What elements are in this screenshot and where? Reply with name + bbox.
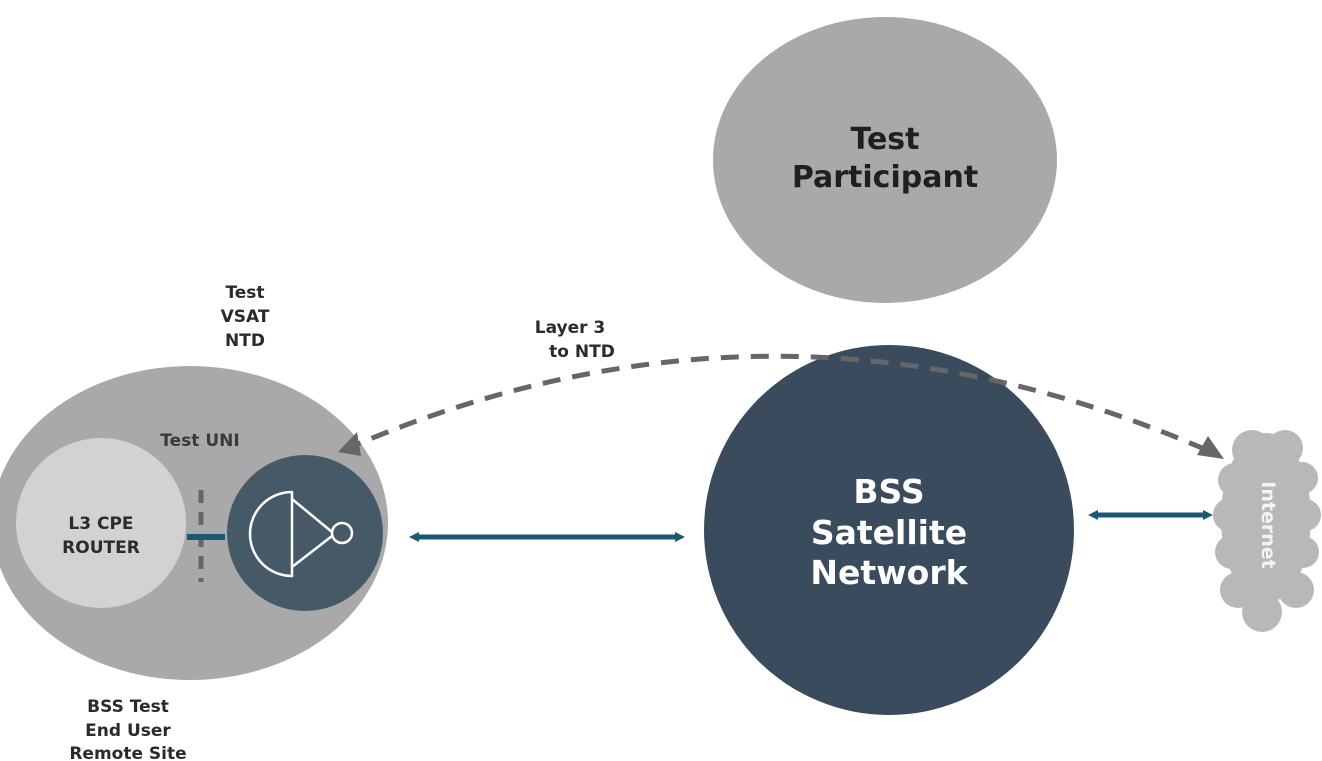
network-label-line1: BSS (853, 472, 924, 511)
layer3-label-line1: Layer 3 (535, 318, 606, 338)
end-user-label-line2: End User (85, 721, 171, 741)
cloud-icon (1213, 430, 1321, 632)
vsat-label-line2: VSAT (221, 307, 270, 327)
layer3-dashed-arrow (338, 353, 1224, 459)
vsat-node (227, 455, 383, 611)
test-participant-label-line1: Test (850, 122, 919, 157)
end-user-label: BSS Test End User Remote Site (69, 697, 186, 761)
dashed-arrow-head-right (1197, 436, 1224, 459)
vsat-ntd-label: Test VSAT NTD (221, 283, 270, 351)
vsat-label-line3: NTD (225, 331, 265, 351)
layer3-label-line2: to NTD (549, 342, 615, 362)
satellite-dish-icon (248, 490, 354, 578)
test-uni-label: Test UNI (160, 431, 239, 451)
test-participant-node: Test Participant (713, 17, 1057, 303)
internet-node: Internet (1213, 430, 1321, 632)
end-user-label-line3: Remote Site (69, 744, 186, 761)
vsat-label-line1: Test (225, 283, 264, 303)
layer3-label: Layer 3 to NTD (535, 318, 615, 362)
network-label-line2: Satellite (811, 513, 967, 552)
router-label-line2: ROUTER (62, 538, 140, 558)
router-label-line1: L3 CPE (68, 514, 133, 534)
end-user-label-line1: BSS Test (87, 697, 169, 717)
satellite-network-node: BSS Satellite Network (704, 345, 1074, 715)
network-label-line3: Network (810, 553, 968, 592)
internet-label: Internet (1257, 481, 1279, 568)
router-node (16, 438, 186, 608)
remote-site-node: L3 CPE ROUTER Test UNI (0, 366, 388, 680)
test-participant-label-line2: Participant (792, 160, 978, 195)
dashed-arrow-head-left (338, 432, 361, 456)
